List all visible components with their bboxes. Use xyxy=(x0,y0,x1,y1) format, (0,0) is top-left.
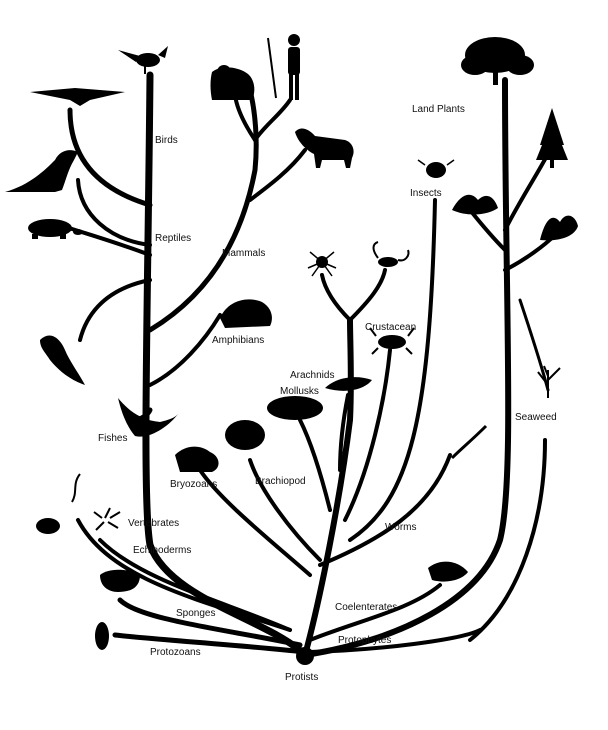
branch-worms xyxy=(318,453,452,567)
jellyfish-silhouette xyxy=(428,561,468,582)
label-vertebrates: Vertebrates xyxy=(128,518,179,529)
brachiopod-shell-silhouette xyxy=(225,420,265,450)
label-coelenterates: Coelenterates xyxy=(335,602,397,613)
branch-mollusk-squid xyxy=(338,393,350,472)
branch-human xyxy=(253,98,292,142)
label-protozoans: Protozoans xyxy=(150,647,201,658)
protozoan-silhouette xyxy=(95,622,109,650)
branch-sponges xyxy=(117,597,303,648)
label-echinoderms: Echinoderms xyxy=(133,545,191,556)
branch-coelenterates xyxy=(308,583,442,642)
label-crustacean: Crustacean xyxy=(365,322,416,333)
label-brachiopod: Brachiopod xyxy=(255,476,306,487)
branch-mammals xyxy=(147,87,259,333)
branch-brachiopod xyxy=(248,458,322,562)
branch-arachnid-right xyxy=(348,268,387,322)
label-worms: Worms xyxy=(385,522,416,533)
label-mammals: Mammals xyxy=(222,248,265,259)
label-land-plants: Land Plants xyxy=(412,104,465,115)
gorilla-silhouette xyxy=(210,65,255,100)
crab-silhouette xyxy=(369,327,415,355)
starfish-silhouette xyxy=(93,507,121,531)
branch-birds-left xyxy=(67,107,153,208)
branch-mollusk-snail xyxy=(298,418,332,512)
spider-silhouette xyxy=(307,251,337,277)
branch-protozoans xyxy=(112,632,308,655)
squid-silhouette xyxy=(325,377,372,391)
seaweed-silhouette xyxy=(537,365,561,398)
label-arachnids: Arachnids xyxy=(290,370,334,381)
branch-vertebrates-low xyxy=(76,518,292,632)
frog-silhouette xyxy=(220,299,272,328)
branch-zebra xyxy=(248,148,307,202)
cycad-silhouette xyxy=(540,215,578,241)
conifer-silhouette xyxy=(536,108,568,168)
bryozoan-silhouette xyxy=(175,446,219,472)
branches xyxy=(58,71,557,659)
flying-bird-silhouette xyxy=(30,88,125,106)
label-fishes: Fishes xyxy=(98,433,127,444)
branch-crustacean xyxy=(343,348,392,522)
labels: Birds Reptiles Mammals Land Plants Insec… xyxy=(98,104,557,683)
fern-silhouette xyxy=(452,194,498,215)
branch-fern xyxy=(468,208,507,252)
sponge-silhouette xyxy=(100,569,140,592)
tree-silhouette xyxy=(461,37,534,85)
coelacanth-silhouette xyxy=(40,335,85,385)
label-sponges: Sponges xyxy=(176,608,215,619)
branch-seaweed xyxy=(468,438,547,642)
fish-silhouette xyxy=(118,398,178,437)
branch-insects xyxy=(348,198,437,542)
branch-bryozoans xyxy=(198,468,312,577)
sea-urchin-silhouette xyxy=(36,518,60,534)
bird-silhouette xyxy=(118,46,168,74)
snail-silhouette xyxy=(267,396,323,420)
label-reptiles: Reptiles xyxy=(155,233,191,244)
beetle-silhouette xyxy=(417,159,455,178)
branch-reptile-dino xyxy=(76,178,152,247)
label-bryozoans: Bryozoans xyxy=(170,479,217,490)
branch-seaweed-small xyxy=(518,298,550,392)
dinosaur-silhouette xyxy=(5,150,78,192)
branch-invertebrate-trunk xyxy=(302,317,354,658)
branch-protophytes xyxy=(308,628,482,654)
worm-silhouette xyxy=(450,424,488,460)
label-amphibians: Amphibians xyxy=(212,335,264,346)
label-mollusks: Mollusks xyxy=(280,386,319,397)
branch-coelacanth xyxy=(78,278,152,342)
turtle-silhouette xyxy=(28,219,83,239)
human-silhouette xyxy=(267,34,300,100)
protists-root-node xyxy=(296,647,314,665)
branch-plant-trunk xyxy=(302,77,512,658)
organism-silhouettes xyxy=(5,34,578,650)
label-seaweed: Seaweed xyxy=(515,412,557,423)
vertebrate-squiggle-icon xyxy=(71,473,81,503)
scorpion-silhouette xyxy=(372,241,410,267)
branch-vertebrate-trunk xyxy=(142,71,309,659)
branch-echinoderms xyxy=(98,538,292,632)
label-insects: Insects xyxy=(410,188,442,199)
label-protophytes: Protophytes xyxy=(338,635,391,646)
label-birds: Birds xyxy=(155,135,178,146)
branch-amphibians xyxy=(148,313,222,387)
label-protists: Protists xyxy=(285,672,318,683)
zebra-silhouette xyxy=(295,128,354,168)
branch-arachnid-left xyxy=(320,273,352,322)
branch-conifer xyxy=(503,148,552,232)
